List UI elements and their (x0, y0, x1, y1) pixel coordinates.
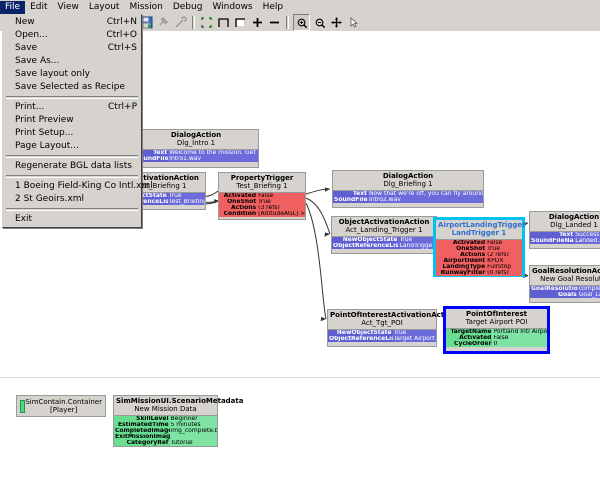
toolbar (0, 14, 600, 31)
menu-bar: File Edit View Layout Mission Debug Wind… (0, 0, 600, 15)
menu-edit[interactable]: Edit (30, 1, 48, 12)
node-dlg-briefing[interactable]: DialogAction Dlg_Briefing 1 Text Now tha… (332, 170, 484, 208)
menu-separator-1 (6, 96, 138, 99)
menu-item-new[interactable]: New Ctrl+N (15, 17, 137, 27)
zoom-plus-icon[interactable] (250, 15, 265, 30)
fit-to-window-icon[interactable] (199, 15, 214, 30)
zoom-minus-icon[interactable] (267, 15, 282, 30)
toolbar-separator-1 (192, 16, 195, 29)
node-land-trigger[interactable]: AirportLandingTrigger LandTrigger 1 Acti… (433, 217, 526, 277)
node-header: ObjectActivationAction Act_Landing_Trigg… (332, 217, 436, 236)
node-target-airport-poi[interactable]: PointOfInterest Target Airport POI Targe… (443, 306, 550, 354)
align-top-icon[interactable] (216, 15, 231, 30)
menu-item-exit[interactable]: Exit (15, 214, 33, 224)
node-header: SimMissionUI.ScenarioMetadata New Missio… (114, 396, 244, 415)
node-act-tgt-poi[interactable]: PointOfInterestActivationAction Act_Tgt_… (327, 309, 457, 347)
menu-help[interactable]: Help (262, 1, 284, 12)
test-briefing-props: Activated False OneShot True Actions (3 … (219, 193, 305, 217)
menu-item-print[interactable]: Print... Ctrl+P (15, 102, 137, 112)
goal-resolution-props: GoalResolution completed Goals Goal_La..… (530, 286, 600, 298)
menu-item-recent-file-1[interactable]: 1 Boeing Field-King Co Intl.xml (15, 181, 153, 191)
node-header: DialogAction Dlg_Briefing 1 (333, 171, 483, 190)
dlg-briefing-props: Text Now that we're off, you can fly aro… (333, 191, 483, 203)
node-header: PropertyTrigger Test_Briefing 1 (219, 173, 305, 192)
menu-separator-3 (6, 175, 138, 178)
node-sim-container[interactable]: SimContain.Container [Player] (16, 395, 106, 417)
act-tgt-poi-props: NewObjectState True ObjectReferenceList … (328, 330, 436, 342)
container-color-swatch (20, 399, 26, 413)
pin-icon[interactable] (156, 15, 171, 30)
node-header: DialogAction Dlg_Intro 1 (134, 130, 258, 149)
dlg-landed-props: Text Success SoundFileName Landed... (530, 232, 600, 244)
save-icon[interactable] (139, 15, 154, 30)
node-scenario-metadata[interactable]: SimMissionUI.ScenarioMetadata New Missio… (113, 395, 244, 447)
menu-layout[interactable]: Layout (88, 1, 120, 12)
node-header: DialogAction Dlg_Landed 1 (530, 212, 600, 231)
menu-item-save[interactable]: Save Ctrl+S (15, 43, 137, 53)
menu-file[interactable]: File (0, 0, 26, 14)
menu-item-save-layout-only[interactable]: Save layout only (15, 69, 90, 79)
act-landing-trigger-props: NewObjectState True ObjectReferenceList … (332, 237, 436, 249)
node-test-briefing-trigger[interactable]: PropertyTrigger Test_Briefing 1 Activate… (218, 172, 306, 220)
menu-separator-4 (6, 208, 138, 211)
dlg-intro-props: Text Welcome to the mission. Get set up … (134, 150, 258, 162)
diagram-canvas[interactable]: StartTime 0.000 StopTime 3.000 DialogAct… (0, 31, 600, 479)
menu-item-open[interactable]: Open... Ctrl+O (15, 30, 137, 40)
sim-container-label: SimContain.Container [Player] (25, 398, 102, 414)
menu-item-save-as[interactable]: Save As... (15, 56, 60, 66)
align-corner-icon[interactable] (233, 15, 248, 30)
land-trigger-props: Activated False OneShot True Actions (2 … (436, 240, 522, 276)
node-dlg-intro[interactable]: DialogAction Dlg_Intro 1 Text Welcome to… (133, 129, 259, 168)
wrench-icon[interactable] (173, 15, 188, 30)
menu-mission[interactable]: Mission (129, 1, 163, 12)
menu-item-print-setup[interactable]: Print Setup... (15, 128, 74, 138)
canvas-divider (0, 377, 600, 378)
node-header: PointOfInterest Target Airport POI (446, 309, 547, 328)
file-menu-popup[interactable]: New Ctrl+N Open... Ctrl+O Save Ctrl+S Sa… (2, 14, 153, 228)
node-act-landing-trigger[interactable]: ObjectActivationAction Act_Landing_Trigg… (331, 216, 437, 254)
pointer-icon[interactable] (346, 15, 361, 30)
menu-item-recent-file-2[interactable]: 2 St Geoirs.xml (15, 194, 85, 204)
scenario-metadata-props: SkillLevel Beginner EstimatedTime 5 minu… (114, 416, 217, 446)
node-goal-resolution[interactable]: GoalResolutionAction New Goal Resolutio … (529, 265, 600, 303)
zoom-in-icon[interactable] (293, 14, 310, 31)
menu-item-print-preview[interactable]: Print Preview (15, 115, 74, 125)
node-dlg-landed[interactable]: DialogAction Dlg_Landed 1 Text Success S… (529, 211, 600, 249)
menu-separator-2 (6, 155, 138, 158)
target-airport-poi-props: TargetName Portland Intl Airport Activat… (446, 329, 547, 347)
menu-view[interactable]: View (57, 1, 79, 12)
toolbar-separator-2 (286, 16, 289, 29)
node-header: AirportLandingTrigger LandTrigger 1 (436, 220, 526, 239)
menu-item-page-layout[interactable]: Page Layout... (15, 141, 79, 151)
menu-item-save-selected-as-recipe[interactable]: Save Selected as Recipe (15, 82, 125, 92)
node-header: GoalResolutionAction New Goal Resolutio (530, 266, 600, 285)
zoom-out-icon[interactable] (312, 15, 327, 30)
menu-debug[interactable]: Debug (172, 1, 203, 12)
node-header: PointOfInterestActivationAction Act_Tgt_… (328, 310, 457, 329)
menu-windows[interactable]: Windows (212, 1, 253, 12)
menu-item-regenerate-bgl-data-lists[interactable]: Regenerate BGL data lists (15, 161, 132, 171)
pan-icon[interactable] (329, 15, 344, 30)
